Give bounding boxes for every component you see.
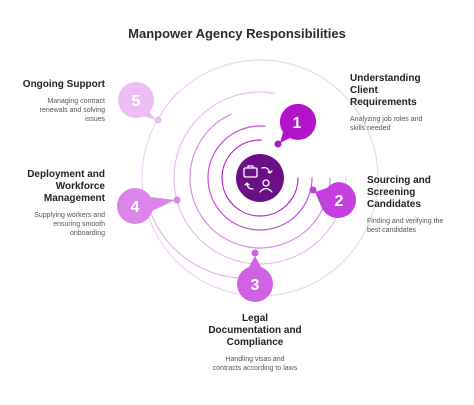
briefcase-person-exchange-icon xyxy=(243,165,273,193)
step-1-title: Understanding Client Requirements xyxy=(350,73,421,108)
step-2-marker: 2 xyxy=(315,182,356,219)
ring-4 xyxy=(207,125,313,231)
step-2-text: Sourcing and Screening Candidates Findin… xyxy=(367,175,467,235)
step-5-description: Managing contract renewals and solving i… xyxy=(39,98,105,123)
step-4-text: Deployment and Workforce Management Supp… xyxy=(0,169,105,238)
center-badge xyxy=(236,154,284,202)
step-3-description: Handling visas and contracts according t… xyxy=(212,356,298,372)
connector-dot-3 xyxy=(251,249,259,257)
step-4-title: Deployment and Workforce Management xyxy=(27,169,105,204)
step-4-marker: 4 xyxy=(117,188,175,224)
ring-3 xyxy=(189,107,331,249)
ring-inner xyxy=(221,139,299,217)
ring-arc-4 xyxy=(147,203,241,279)
page-title: Manpower Agency Responsibilities xyxy=(128,26,346,41)
step-1-number: 1 xyxy=(293,115,302,132)
step-4-description: Supplying workers and ensuring smooth on… xyxy=(34,212,105,237)
step-3-text: Legal Documentation and Compliance Handl… xyxy=(185,313,325,373)
step-5-number: 5 xyxy=(132,93,141,110)
connector-dot-2 xyxy=(309,186,317,194)
step-1-text: Understanding Client Requirements Analyz… xyxy=(350,73,460,133)
step-3-marker: 3 xyxy=(237,256,273,302)
step-2-description: Finding and verifying the best candidate… xyxy=(367,218,444,234)
step-4-number: 4 xyxy=(131,199,140,216)
step-2-number: 2 xyxy=(335,193,344,210)
rings xyxy=(141,59,379,297)
step-5-text: Ongoing Support Managing contract renewa… xyxy=(0,79,105,124)
step-3-title: Legal Documentation and Compliance xyxy=(208,313,302,348)
connector-dot-4 xyxy=(173,196,181,204)
ring-2 xyxy=(173,91,347,265)
connector-dot-5 xyxy=(154,116,162,124)
step-2-title: Sourcing and Screening Candidates xyxy=(367,175,431,210)
step-1-marker: 1 xyxy=(279,103,317,143)
connector-dot-1 xyxy=(274,140,282,148)
step-3-number: 3 xyxy=(251,277,260,294)
step-5-title: Ongoing Support xyxy=(22,79,105,90)
step-1-description: Analyzing job roles and skills needed xyxy=(350,116,423,132)
step-5-marker: 5 xyxy=(118,82,156,120)
